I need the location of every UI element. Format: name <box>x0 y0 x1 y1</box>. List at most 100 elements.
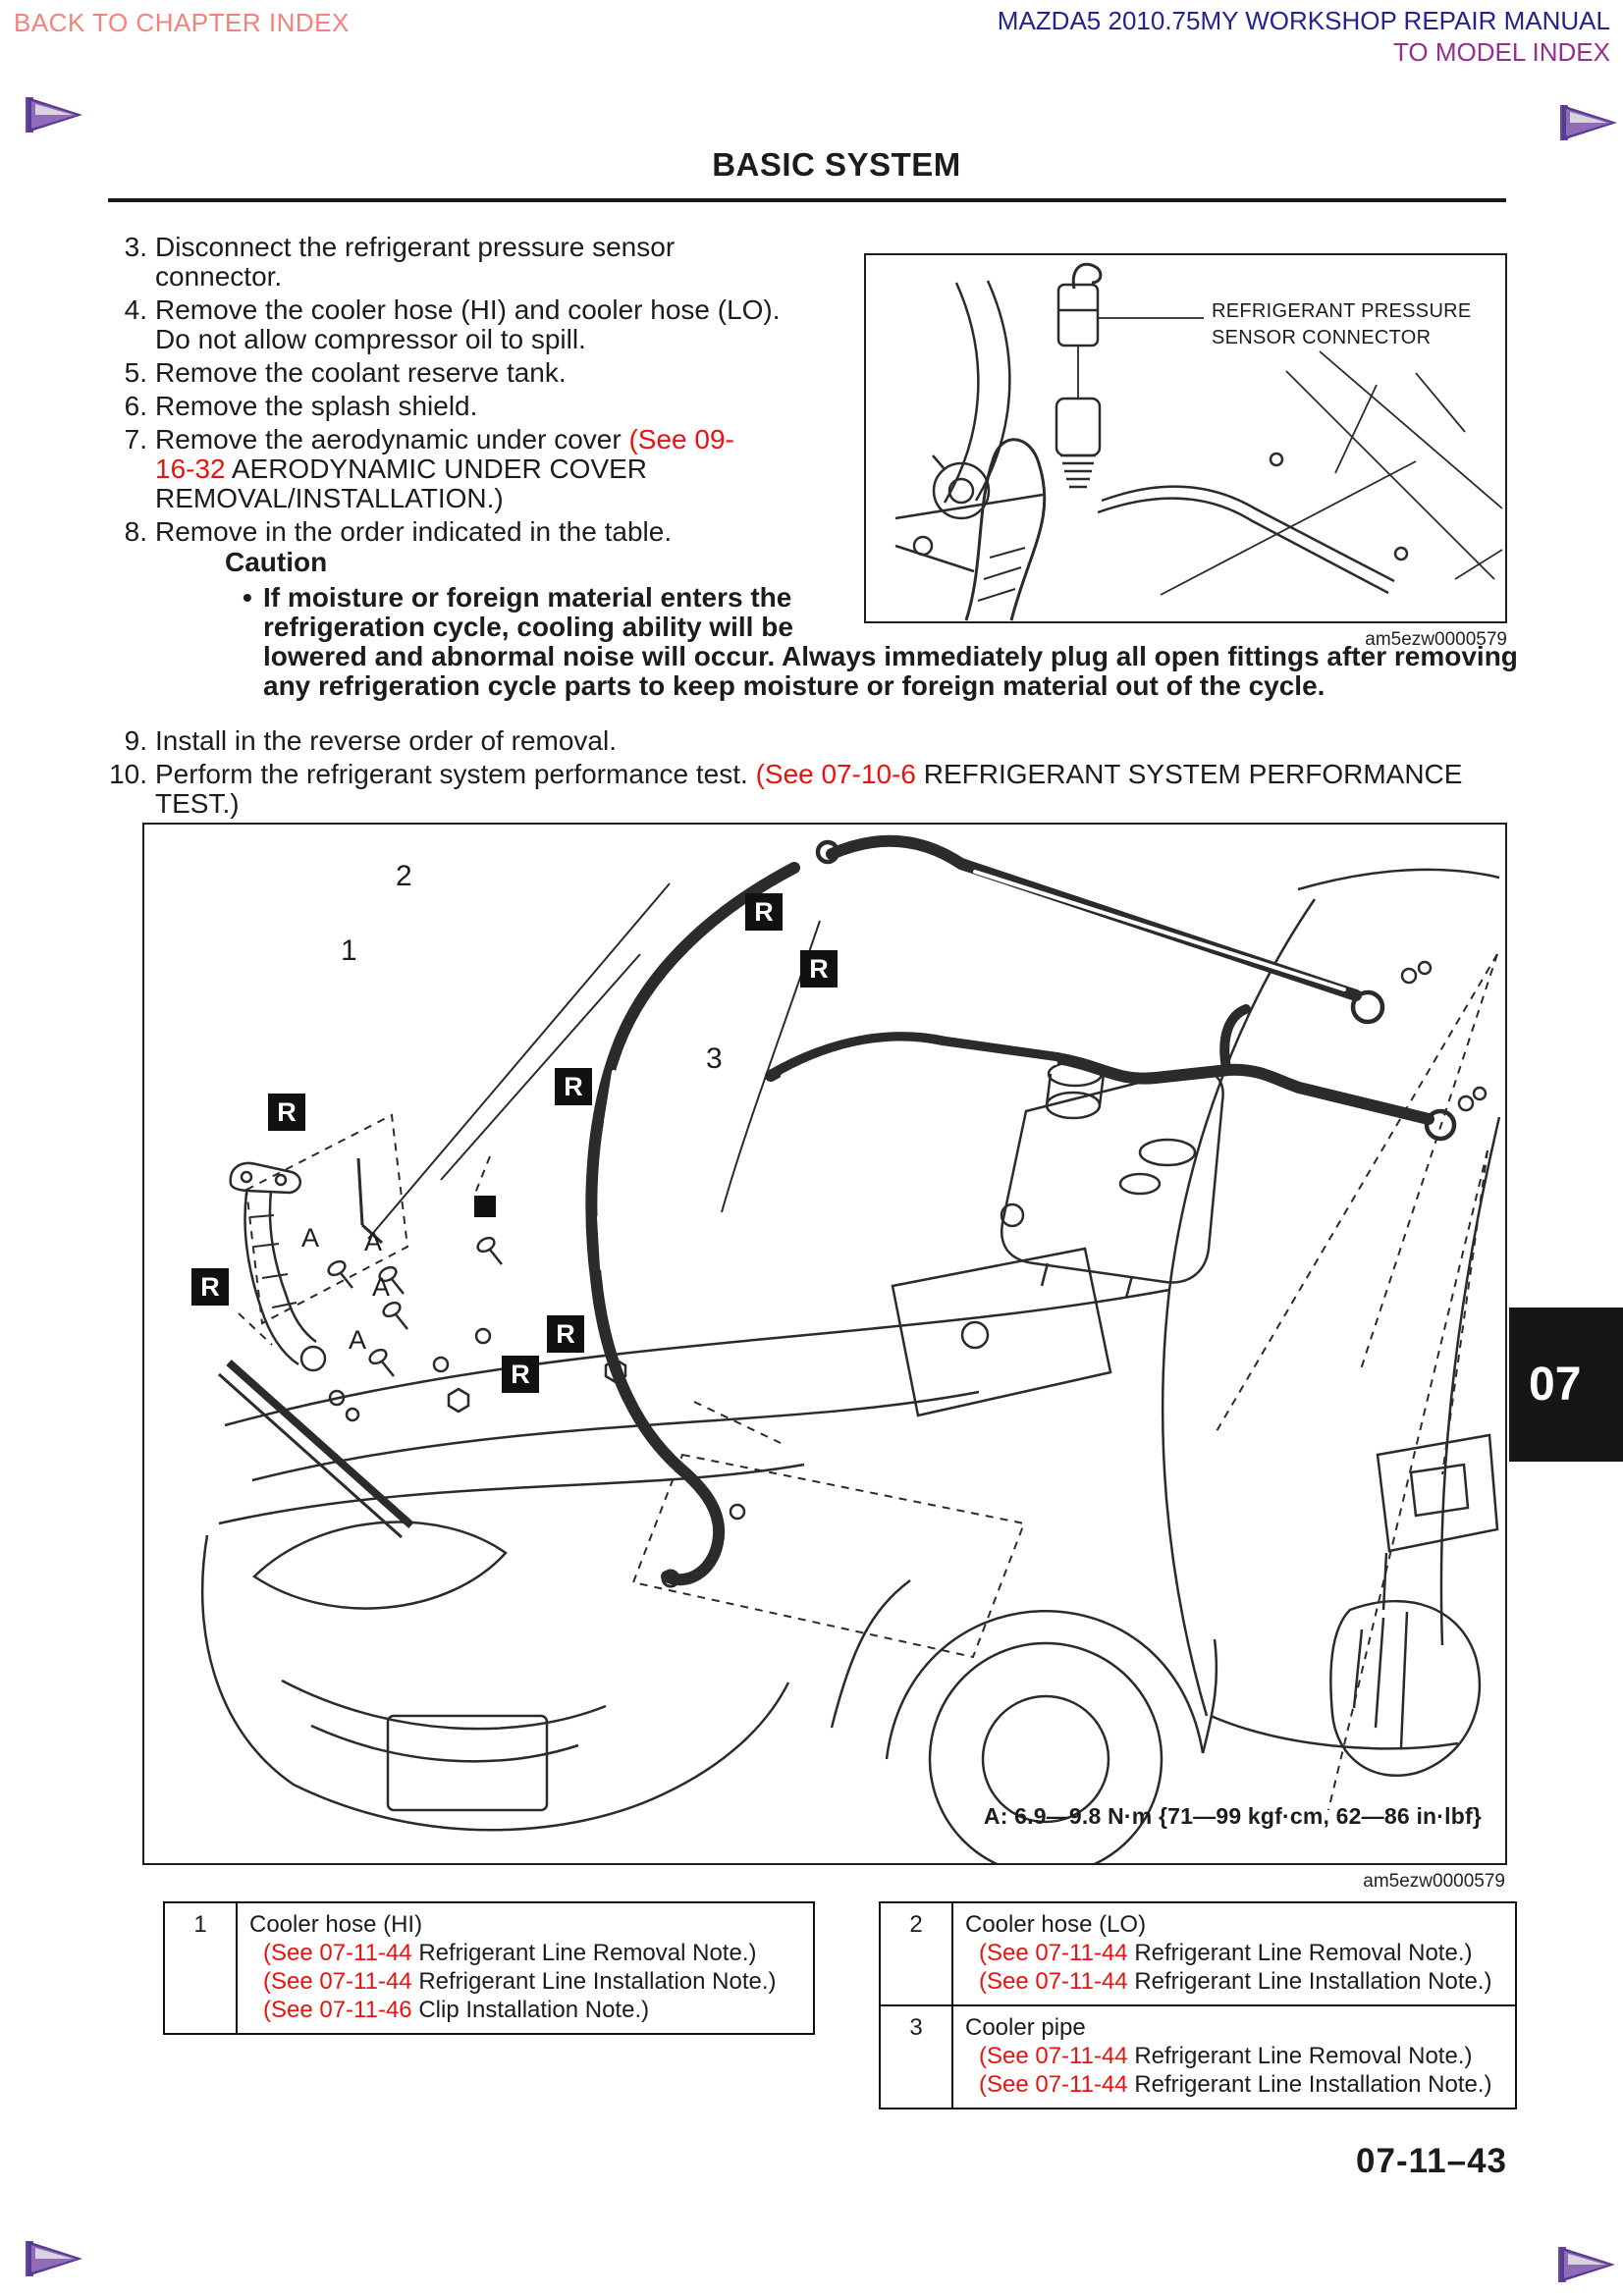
cross-reference-link[interactable]: (See 07-10-6 <box>755 759 916 789</box>
part-note: (See 07-11-46 Clip Installation Note.) <box>249 1996 777 2024</box>
part-note: (See 07-11-44 Refrigerant Line Removal N… <box>965 1939 1492 1967</box>
caution-line: lowered and abnormal noise will occur. A… <box>263 641 1518 671</box>
cross-reference-link[interactable]: (See 07-11-46 <box>263 1997 412 2023</box>
bolt-callout-a: A <box>301 1223 320 1253</box>
page-number: 07-11–43 <box>1356 2142 1507 2180</box>
note-text: Refrigerant Line Removal Note.) <box>411 1940 757 1966</box>
part-name: Cooler hose (LO) <box>965 1911 1147 1938</box>
step-text: REFRIGERANT SYSTEM PERFORMANCE TEST.) <box>155 759 1463 819</box>
back-to-chapter-index-link[interactable]: BACK TO CHAPTER INDEX <box>14 8 350 37</box>
step-text: Remove the cooler hose (HI) and cooler h… <box>155 294 781 354</box>
step-item: 7. Remove the aerodynamic under cover (Se… <box>100 425 787 513</box>
step-item: 9. Install in the reverse order of remova… <box>100 726 1504 756</box>
step-item: 6. Remove the splash shield. <box>100 392 787 421</box>
caution-block: Caution •If moisture or foreign material… <box>225 548 1518 701</box>
figure-sensor-connector: REFRIGERANT PRESSURE SENSOR CONNECTOR <box>864 253 1507 623</box>
part-note: (See 07-11-44 Refrigerant Line Removal N… <box>965 2042 1492 2070</box>
part-callout-1: 1 <box>341 934 357 967</box>
step-text: Remove the splash shield. <box>155 391 478 421</box>
bolt-callout-a: A <box>364 1227 383 1256</box>
note-text: Refrigerant Line Installation Note.) <box>1127 2071 1492 2098</box>
cross-reference-link[interactable]: (See 07-11-44 <box>979 2071 1128 2098</box>
figure2-caption: am5ezw0000579 <box>1363 1871 1505 1892</box>
part-callout-2: 2 <box>396 860 412 892</box>
caution-line: any refrigeration cycle parts to keep mo… <box>263 670 1325 701</box>
caution-line: refrigeration cycle, cooling ability wil… <box>263 612 793 642</box>
caution-text: •If moisture or foreign material enters … <box>225 583 1518 701</box>
part-name: Cooler hose (HI) <box>249 1911 423 1938</box>
note-text: Refrigerant Line Installation Note.) <box>411 1968 777 1995</box>
procedure-steps-9-10: 9. Install in the reverse order of remova… <box>100 726 1504 823</box>
part-note: (See 07-11-44 Refrigerant Line Installat… <box>965 1967 1492 1996</box>
title-rule <box>108 198 1506 202</box>
cross-reference-link[interactable]: (See 07-11-44 <box>979 2043 1128 2069</box>
step-number: 3. <box>124 232 147 262</box>
part-name: Cooler pipe <box>965 2014 1086 2041</box>
figure1-caption: am5ezw0000579 <box>1365 629 1507 650</box>
bolt-callout-a: A <box>372 1272 391 1302</box>
step-number: 5. <box>124 357 147 388</box>
step-item: 4.Remove the cooler hose (HI) and cooler… <box>100 295 787 354</box>
part-description-cell: Cooler hose (HI)(See 07-11-44 Refrigeran… <box>238 1903 784 2033</box>
cross-reference-link[interactable]: (See 07-11-44 <box>263 1940 412 1966</box>
part-description-cell: Cooler pipe(See 07-11-44 Refrigerant Lin… <box>953 2006 1500 2108</box>
step-number: 7. <box>124 424 147 454</box>
note-text: Refrigerant Line Installation Note.) <box>1127 1968 1492 1995</box>
step-text: Install in the reverse order of removal. <box>155 725 617 756</box>
step-number: 8. <box>124 516 147 547</box>
replace-marker: R <box>268 1094 305 1131</box>
next-page-arrow-icon[interactable] <box>1554 104 1617 141</box>
step-text: Perform the refrigerant system performan… <box>155 759 756 789</box>
note-text: Clip Installation Note.) <box>411 1997 650 2023</box>
torque-spec-note: A: 6.9—9.8 N·m {71—99 kgf·cm, 62—86 in·l… <box>983 1803 1482 1829</box>
caution-line: •If moisture or foreign material enters … <box>243 582 792 613</box>
replace-marker: R <box>502 1356 539 1393</box>
cross-reference-link[interactable]: (See 09- <box>628 424 734 454</box>
bullet-icon: • <box>243 582 252 613</box>
part-number-cell: 1 <box>165 1903 238 2033</box>
step-text: Remove the coolant reserve tank. <box>155 357 567 388</box>
step-item: 5. Remove the coolant reserve tank. <box>100 358 787 388</box>
part-note: (See 07-11-44 Refrigerant Line Removal N… <box>249 1939 777 1967</box>
cross-reference-link[interactable]: 16-32 <box>155 454 226 484</box>
sensor-connector-label-line1: REFRIGERANT PRESSURE <box>1212 300 1472 322</box>
cross-reference-link[interactable]: (See 07-11-44 <box>979 1968 1128 1995</box>
replace-marker: R <box>191 1268 229 1306</box>
caution-heading: Caution <box>225 547 328 577</box>
replace-marker: R <box>745 893 783 931</box>
step-item: 10. Perform the refrigerant system perfor… <box>100 760 1504 819</box>
procedure-steps-3-8: 3. Disconnect the refrigerant pressure se… <box>100 233 787 551</box>
step-text: Disconnect the refrigerant pressure sens… <box>155 232 676 292</box>
part-description-cell: Cooler hose (LO)(See 07-11-44 Refrigeran… <box>953 1903 1500 2004</box>
step-text: Remove in the order indicated in the tab… <box>155 516 673 547</box>
prev-page-arrow-icon[interactable] <box>20 2240 82 2277</box>
part-number-cell: 3 <box>881 2006 953 2108</box>
sensor-connector-label-line2: SENSOR CONNECTOR <box>1212 327 1432 348</box>
step-number: 10. <box>109 759 147 789</box>
part-note: (See 07-11-44 Refrigerant Line Installat… <box>965 2070 1492 2099</box>
page-title: BASIC SYSTEM <box>712 146 961 183</box>
note-text: Refrigerant Line Removal Note.) <box>1127 2043 1473 2069</box>
figure-refrigerant-line-diagram: 1 2 3 R R R R R R R A A A A A: 6.9—9.8 N… <box>142 823 1507 1865</box>
step-number: 9. <box>124 725 147 756</box>
prev-page-arrow-icon[interactable] <box>20 96 82 133</box>
step-text: Remove the aerodynamic under cover <box>155 424 629 454</box>
step-number: 6. <box>124 391 147 421</box>
to-model-index-link[interactable]: TO MODEL INDEX <box>1392 37 1610 67</box>
note-text: Refrigerant Line Removal Note.) <box>1127 1940 1473 1966</box>
cross-reference-link[interactable]: (See 07-11-44 <box>979 1940 1128 1966</box>
step-item: 3. Disconnect the refrigerant pressure se… <box>100 233 787 292</box>
replace-marker: R <box>555 1068 592 1105</box>
cross-reference-link[interactable]: (See 07-11-44 <box>263 1968 412 1995</box>
section-tab-07: 07 <box>1509 1308 1623 1462</box>
manual-title: MAZDA5 2010.75MY WORKSHOP REPAIR MANUAL <box>997 6 1610 35</box>
next-page-arrow-icon[interactable] <box>1552 2246 1615 2283</box>
part-number-cell: 2 <box>881 1903 953 2004</box>
step-text: AERODYNAMIC UNDER COVER REMOVAL/INSTALLA… <box>155 454 648 513</box>
